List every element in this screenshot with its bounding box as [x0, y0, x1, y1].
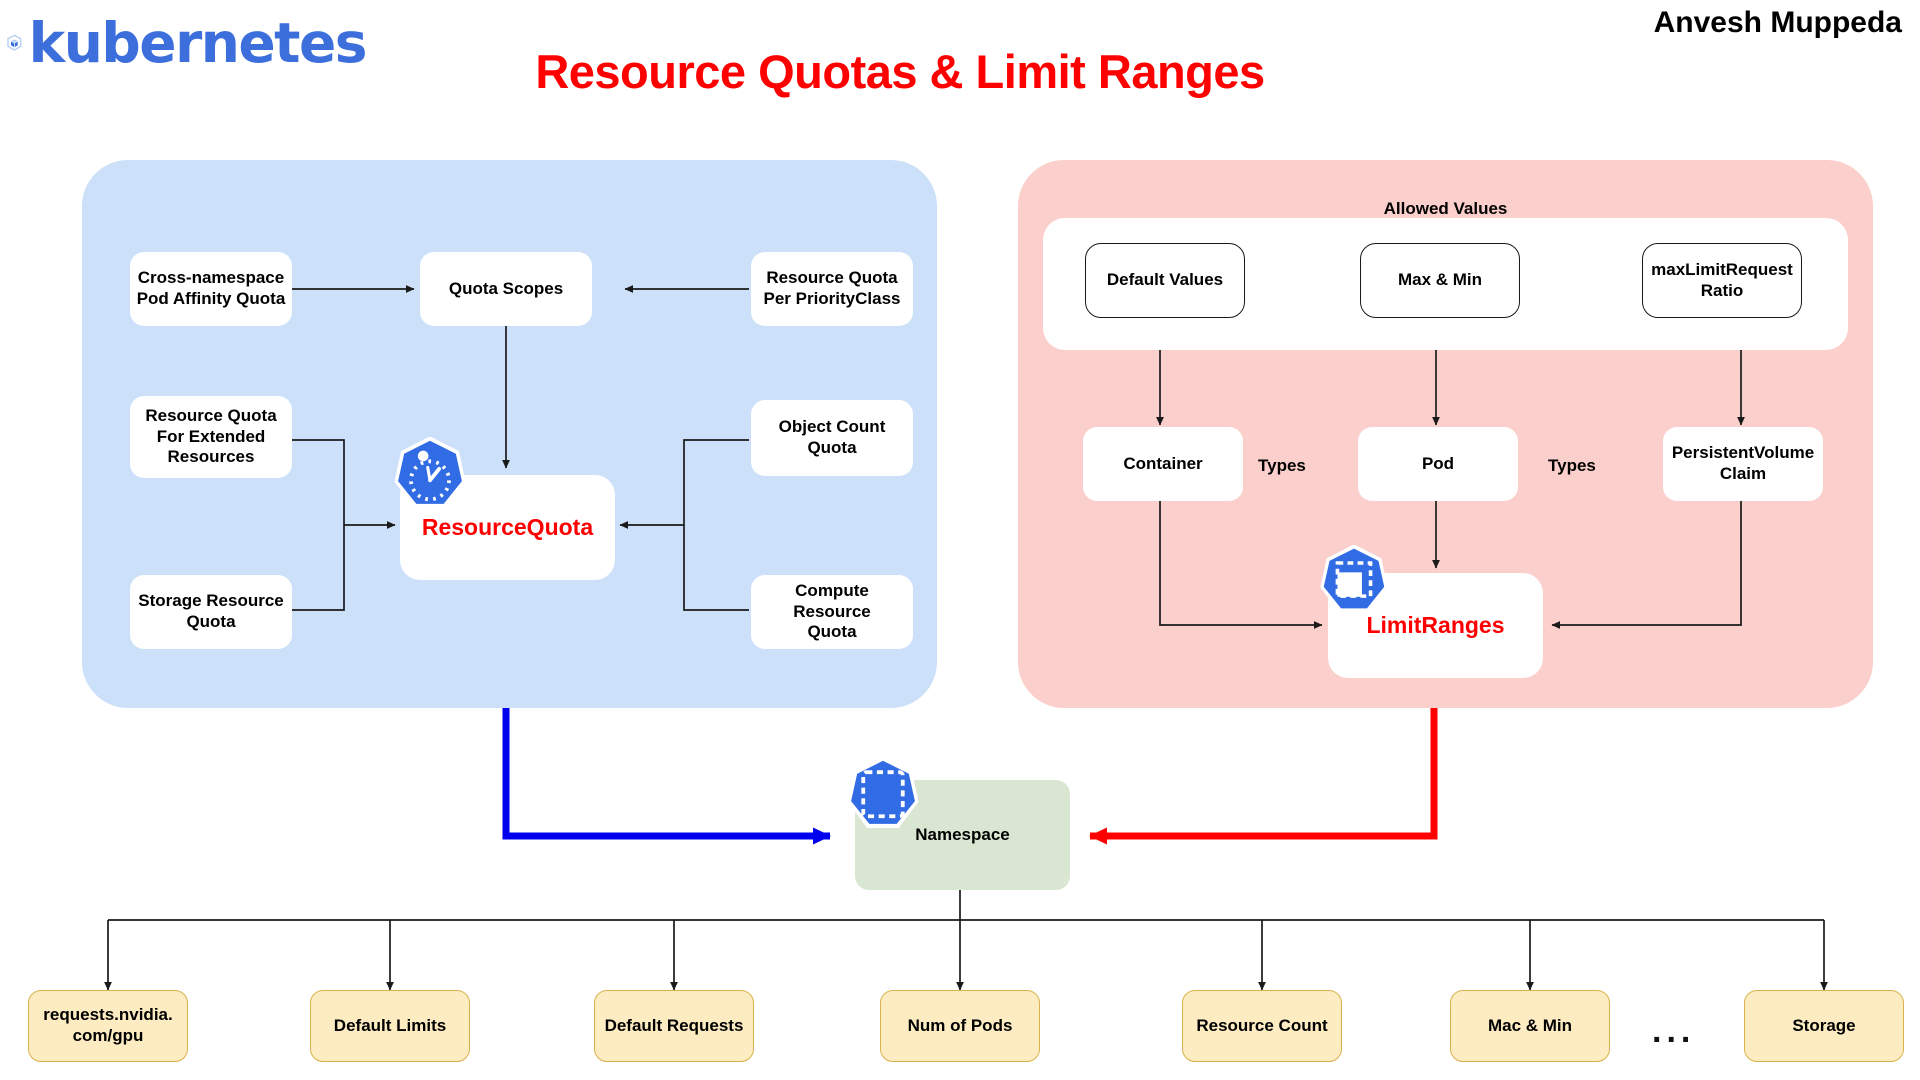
node-label: Default Limits [333, 1015, 447, 1035]
node-persistentvolumeclaim[interactable]: PersistentVolume Claim [1663, 427, 1823, 501]
edge-resourcequota-to-namespace [502, 708, 831, 845]
node-label: Namespace [915, 824, 1010, 844]
node-resource-quota-per-priorityclass[interactable]: Resource Quota Per PriorityClass [751, 252, 913, 326]
node-label: maxLimitRequest Ratio [1651, 259, 1793, 300]
types-label-2: Types [1548, 456, 1596, 475]
author-name: Anvesh Muppeda [1653, 6, 1902, 39]
node-pod[interactable]: Pod [1358, 427, 1518, 501]
leaf-default-requests[interactable]: Default Requests [594, 990, 754, 1062]
node-label: Max & Min [1397, 270, 1483, 290]
node-resource-quota-for-extended-resources[interactable]: Resource Quota For Extended Resources [130, 396, 292, 478]
leaf-storage[interactable]: Storage [1744, 990, 1904, 1062]
leaf-requests-nvidia-com-gpu[interactable]: requests.nvidia. com/gpu [28, 990, 188, 1062]
node-label: Default Values [1106, 270, 1224, 290]
node-quota-scopes[interactable]: Quota Scopes [420, 252, 592, 326]
page-title: Resource Quotas & Limit Ranges [535, 45, 1265, 98]
node-label: PersistentVolume Claim [1671, 443, 1815, 483]
node-label: Default Requests [604, 1015, 744, 1035]
k8s-limitrange-dashed-box-icon [1320, 545, 1388, 613]
k8s-namespace-dashed-icon [847, 757, 919, 829]
leaf-default-limits[interactable]: Default Limits [310, 990, 470, 1062]
types-label-1: Types [1258, 456, 1306, 475]
node-label: Resource Quota For Extended Resources [145, 405, 277, 467]
node-compute-resource-quota[interactable]: Compute Resource Quota [751, 575, 913, 649]
node-default-values[interactable]: Default Values [1085, 243, 1245, 318]
node-label: ResourceQuota [421, 514, 594, 541]
node-label: Storage Resource Quota [138, 591, 284, 631]
node-cross-namespace-pod-affinity-quota[interactable]: Cross-namespace Pod Affinity Quota [130, 252, 292, 326]
node-label: Compute Resource Quota [793, 580, 871, 642]
node-maxlimitrequestratio[interactable]: maxLimitRequest Ratio [1642, 243, 1802, 318]
leaf-mac-and-min[interactable]: Mac & Min [1450, 990, 1610, 1062]
node-resourcequota[interactable]: ResourceQuota [400, 475, 615, 580]
allowed-values-title: Allowed Values [1383, 199, 1508, 218]
node-label: Cross-namespace Pod Affinity Quota [136, 268, 286, 308]
ellipsis-label: ... [1652, 1012, 1696, 1050]
node-label: Quota Scopes [448, 278, 564, 298]
node-container[interactable]: Container [1083, 427, 1243, 501]
node-label: Mac & Min [1487, 1015, 1573, 1035]
node-storage-resource-quota[interactable]: Storage Resource Quota [130, 575, 292, 649]
node-max-and-min[interactable]: Max & Min [1360, 243, 1520, 318]
node-label: Resource Quota Per PriorityClass [763, 268, 901, 308]
kubernetes-logo: kubernetes [6, 4, 368, 82]
node-label: Resource Count [1196, 1015, 1328, 1035]
node-label: LimitRanges [1366, 612, 1505, 639]
kubernetes-helm-logo-icon [7, 34, 22, 51]
kubernetes-wordmark: kubernetes [28, 10, 368, 75]
edge-limitranges-to-namespace [1089, 708, 1438, 845]
node-label: Container [1123, 453, 1203, 473]
k8s-resourcequota-gauge-icon [394, 437, 466, 509]
leaf-resource-count[interactable]: Resource Count [1182, 990, 1342, 1062]
node-label: requests.nvidia. com/gpu [43, 1005, 173, 1045]
node-object-count-quota[interactable]: Object Count Quota [751, 400, 913, 476]
node-label: Storage [1792, 1015, 1856, 1035]
node-label: Num of Pods [907, 1015, 1013, 1035]
node-label: Object Count Quota [778, 417, 886, 457]
leaf-num-of-pods[interactable]: Num of Pods [880, 990, 1040, 1062]
node-label: Pod [1421, 453, 1455, 473]
